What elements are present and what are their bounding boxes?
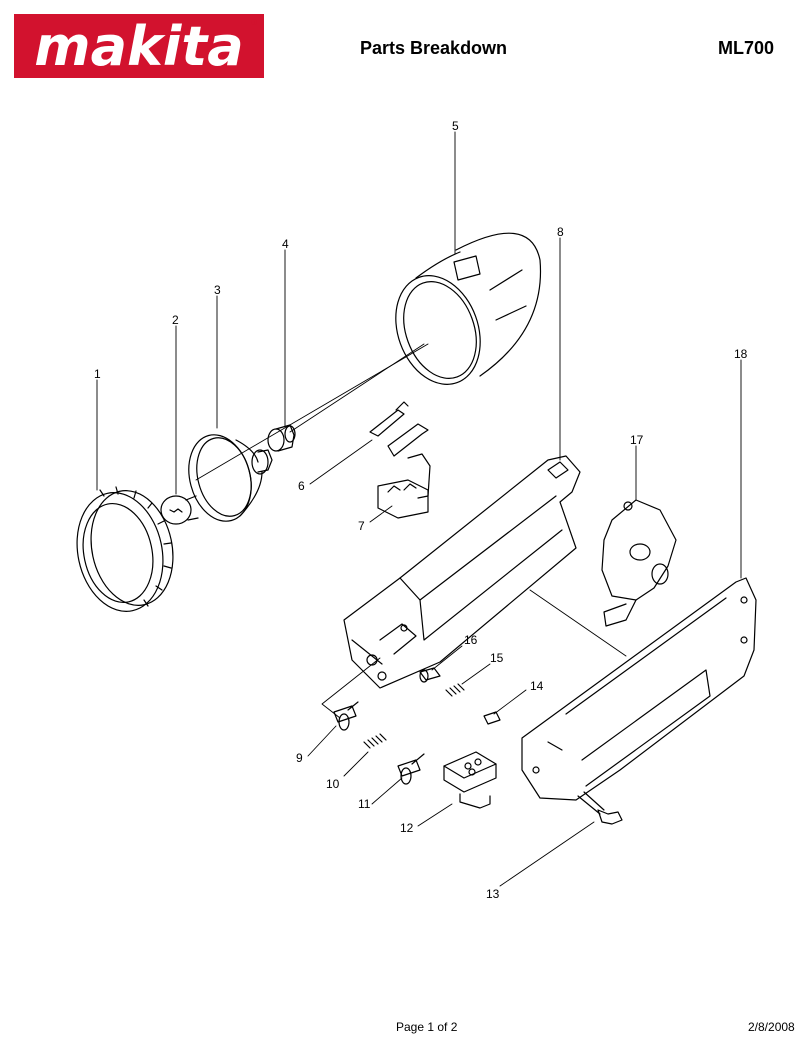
page-title: Parts Breakdown [360, 38, 508, 58]
callout-1: 1 [94, 367, 101, 381]
callout-15: 15 [490, 651, 504, 665]
callout-3: 3 [214, 283, 221, 297]
makita-logo: makita [14, 14, 264, 78]
part-9-contact [333, 701, 359, 731]
callout-6: 6 [298, 479, 305, 493]
callout-9: 9 [296, 751, 303, 765]
callout-2: 2 [172, 313, 179, 327]
part-13-screw [577, 791, 623, 825]
part-10-spring [363, 733, 387, 749]
callouts: 1 2 3 4 5 6 7 8 9 10 11 12 13 14 15 16 1… [94, 119, 748, 901]
logo-wordmark: makita [34, 14, 244, 78]
part-17-bracket [601, 499, 677, 627]
part-14-pin [483, 711, 501, 725]
part-2-bulb [160, 495, 199, 525]
part-1-lens-ring [76, 486, 174, 612]
callout-18: 18 [734, 347, 748, 361]
part-3-reflector [188, 434, 273, 522]
part-11-contact [397, 753, 425, 785]
part-16-contact [419, 667, 441, 683]
part-6-clip [369, 401, 429, 457]
page-indicator: Page 1 of 2 [396, 1020, 458, 1034]
callout-12: 12 [400, 821, 414, 835]
callout-14: 14 [530, 679, 544, 693]
callout-17: 17 [630, 433, 644, 447]
callout-7: 7 [358, 519, 365, 533]
part-4-socket [267, 424, 296, 452]
model-number: ML700 [718, 38, 775, 58]
registered-mark: ® [250, 18, 258, 27]
part-8-housing [343, 455, 581, 689]
callout-13: 13 [486, 887, 500, 901]
callout-4: 4 [282, 237, 289, 251]
part-5-head-cover [395, 232, 542, 385]
document-date: 2/8/2008 [748, 1020, 795, 1034]
part-12-terminal [443, 751, 497, 809]
part-15-spring [445, 683, 465, 697]
callout-11: 11 [358, 797, 371, 811]
callout-8: 8 [557, 225, 564, 239]
part-7-switch [377, 453, 431, 519]
leader-lines [96, 131, 742, 887]
part-18-side-cover [521, 577, 757, 801]
callout-5: 5 [452, 119, 459, 133]
callout-10: 10 [326, 777, 340, 791]
callout-16: 16 [464, 633, 478, 647]
